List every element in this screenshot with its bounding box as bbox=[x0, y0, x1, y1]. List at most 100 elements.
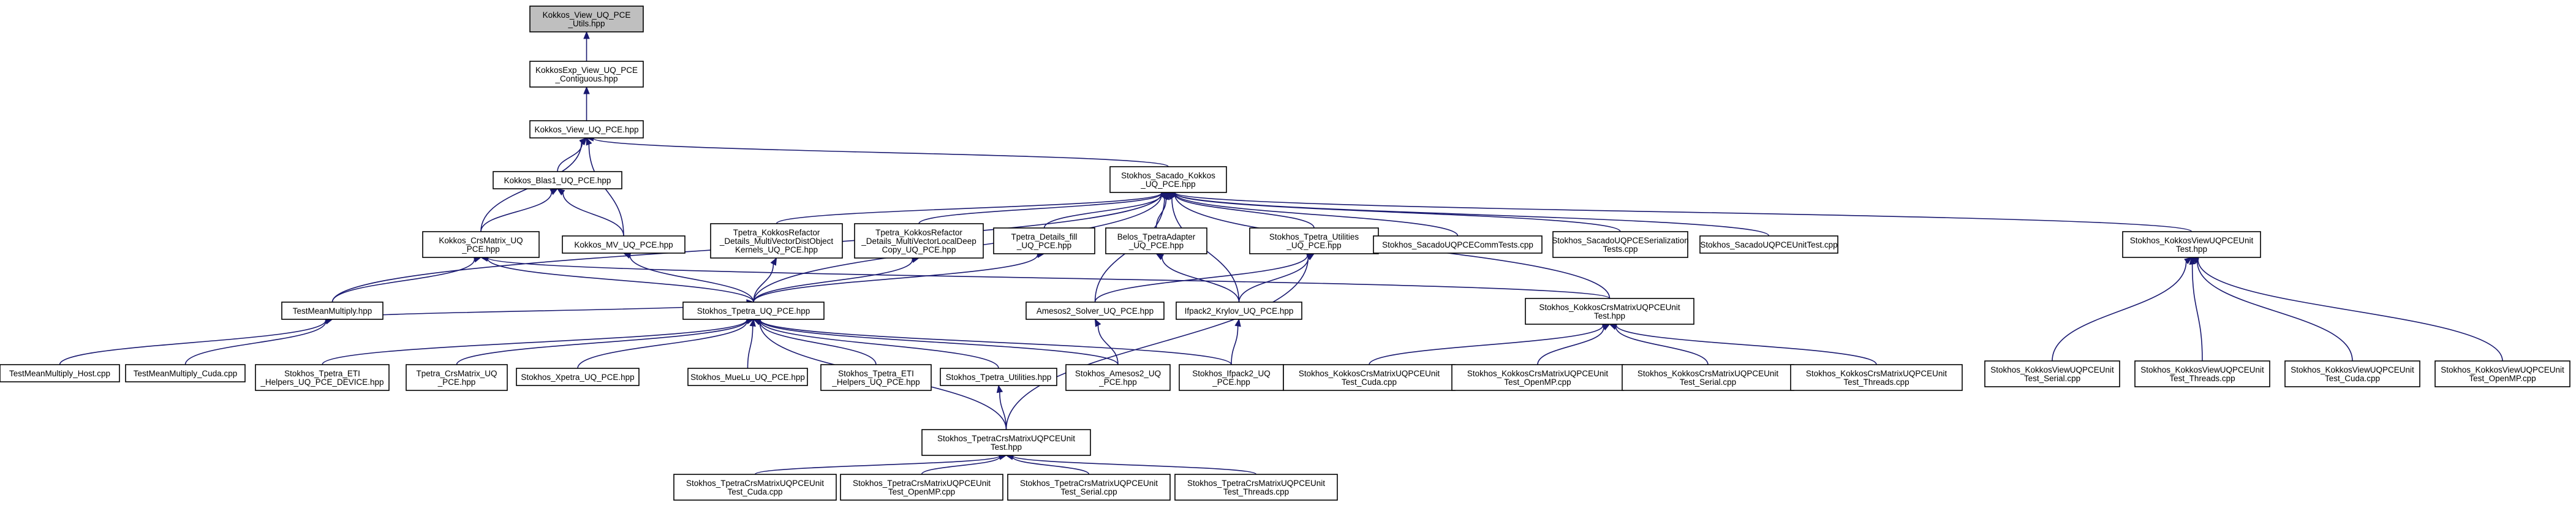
node-stokhos-kokkoscrsmatrixuqpceunittest-cuda-cpp[interactable]: Stokhos_KokkosCrsMatrixUQPCEUnitTest_Cud… bbox=[1283, 364, 1456, 391]
dependency-edge bbox=[760, 320, 1119, 365]
node-label: Amesos2_Solver_UQ_PCE.hpp bbox=[1037, 306, 1154, 316]
node-stokhos-sacadouqpceserializationtests-cpp[interactable]: Stokhos_SacadoUQPCESerializationTests.cp… bbox=[1552, 231, 1689, 258]
node-tpetra-kokkosrefactor-details-multivectordistobjectkernels-uq-pce-hpp[interactable]: Tpetra_KokkosRefactor_Details_MultiVecto… bbox=[710, 223, 843, 259]
dependency-edge bbox=[1369, 325, 1604, 365]
node-box bbox=[1105, 227, 1207, 254]
node-stokhos-sacadouqpcecommtests-cpp[interactable]: Stokhos_SacadoUQPCECommTests.cpp bbox=[1373, 235, 1543, 254]
node-label: Stokhos_Sacado_Kokkos bbox=[1121, 171, 1215, 180]
dependency-edge bbox=[2052, 261, 2187, 362]
dependency-edge bbox=[753, 254, 1038, 303]
node-label: Test_OpenMP.cpp bbox=[888, 487, 955, 496]
node-label: Test.hpp bbox=[2176, 245, 2207, 254]
node-box bbox=[422, 231, 540, 258]
arrowhead bbox=[1094, 318, 1101, 327]
dependency-edge bbox=[480, 192, 553, 232]
node-label: Kokkos_Blas1_UQ_PCE.hpp bbox=[504, 176, 611, 185]
node-box bbox=[1179, 364, 1284, 391]
node-box bbox=[840, 474, 1003, 501]
node-ifpack2-krylov-uq-pce-hpp[interactable]: Ifpack2_Krylov_UQ_PCE.hpp bbox=[1176, 302, 1302, 320]
node-label: Stokhos_TpetraCrsMatrixUQPCEUnit bbox=[1187, 479, 1325, 488]
dependency-edge bbox=[456, 320, 747, 365]
node-amesos2-solver-uq-pce-hpp[interactable]: Amesos2_Solver_UQ_PCE.hpp bbox=[1025, 302, 1165, 320]
arrowhead bbox=[2189, 256, 2196, 265]
node-label: Test.hpp bbox=[1594, 311, 1625, 321]
node-box bbox=[125, 364, 246, 382]
dependency-edge bbox=[1097, 325, 1119, 365]
node-kokkos-mv-uq-pce-hpp[interactable]: Kokkos_MV_UQ_PCE.hpp bbox=[562, 235, 686, 254]
node-testmeanmultiply-cuda-cpp[interactable]: TestMeanMultiply_Cuda.cpp bbox=[125, 364, 246, 382]
arrowhead bbox=[1161, 191, 1169, 200]
node-stokhos-kokkoscrsmatrixuqpceunittest-threads-cpp[interactable]: Stokhos_KokkosCrsMatrixUQPCEUnitTest_Thr… bbox=[1790, 364, 1963, 391]
node-label: Stokhos_Amesos2_UQ bbox=[1075, 369, 1161, 378]
node-stokhos-kokkoscrsmatrixuqpceunittest-serial-cpp[interactable]: Stokhos_KokkosCrsMatrixUQPCEUnitTest_Ser… bbox=[1622, 364, 1794, 391]
node-stokhos-ifpack2-uq-pce-hpp[interactable]: Stokhos_Ifpack2_UQ_PCE.hpp bbox=[1179, 364, 1284, 391]
node-stokhos-tpetracrsmatrixuqpceunittest-cuda-cpp[interactable]: Stokhos_TpetraCrsMatrixUQPCEUnitTest_Cud… bbox=[673, 474, 837, 501]
node-box bbox=[1176, 302, 1302, 320]
node-stokhos-tpetra-utilities-hpp[interactable]: Stokhos_Tpetra_Utilities.hpp bbox=[940, 368, 1057, 386]
dependency-edge bbox=[1174, 194, 1315, 229]
node-stokhos-kokkosviewuqpceunittest-serial-cpp[interactable]: Stokhos_KokkosViewUQPCEUnitTest_Serial.c… bbox=[1984, 360, 2120, 387]
node-stokhos-tpetracrsmatrixuqpceunittest-threads-cpp[interactable]: Stokhos_TpetraCrsMatrixUQPCEUnitTest_Thr… bbox=[1174, 474, 1338, 501]
node-box bbox=[854, 223, 984, 259]
node-tpetra-details-fill-uq-pce-hpp[interactable]: Tpetra_Details_fill_UQ_PCE.hpp bbox=[993, 227, 1095, 254]
node-kokkos-crsmatrix-uq-pce-hpp[interactable]: Kokkos_CrsMatrix_UQ_PCE.hpp bbox=[422, 231, 540, 258]
node-label: Stokhos_KokkosViewUQPCEUnit bbox=[2441, 365, 2564, 374]
node-stokhos-amesos2-uq-pce-hpp[interactable]: Stokhos_Amesos2_UQ_PCE.hpp bbox=[1065, 364, 1171, 391]
node-label: _Contiguous.hpp bbox=[554, 74, 618, 83]
node-stokhos-tpetra-eti-helpers-uq-pce-hpp[interactable]: Stokhos_Tpetra_ETI_Helpers_UQ_PCE.hpp bbox=[820, 364, 932, 391]
node-box bbox=[529, 6, 644, 32]
node-label: Stokhos_TpetraCrsMatrixUQPCEUnit bbox=[937, 434, 1075, 443]
node-box bbox=[1025, 302, 1165, 320]
node-stokhos-kokkosviewuqpceunittest-threads-cpp[interactable]: Stokhos_KokkosViewUQPCEUnitTest_Threads.… bbox=[2134, 360, 2270, 387]
node-stokhos-tpetra-uq-pce-hpp[interactable]: Stokhos_Tpetra_UQ_PCE.hpp bbox=[682, 302, 825, 320]
node-testmeanmultiply-host-cpp[interactable]: TestMeanMultiply_Host.cpp bbox=[0, 364, 120, 382]
node-label: _Details_MultiVectorDistObject bbox=[719, 237, 834, 246]
dependency-edge bbox=[921, 456, 1000, 475]
node-stokhos-tpetracrsmatrixuqpceunittest-openmp-cpp[interactable]: Stokhos_TpetraCrsMatrixUQPCEUnitTest_Ope… bbox=[840, 474, 1003, 501]
dependency-edge bbox=[1615, 327, 1709, 365]
node-tpetra-kokkosrefactor-details-multivectorlocaldeepcopy-uq-pce-hpp[interactable]: Tpetra_KokkosRefactor_Details_MultiVecto… bbox=[854, 223, 984, 259]
dependency-edge bbox=[184, 321, 327, 365]
node-stokhos-tpetra-eti-helpers-uq-pce-device-hpp[interactable]: Stokhos_Tpetra_ETI_Helpers_UQ_PCE_DEVICE… bbox=[255, 364, 390, 391]
node-testmeanmultiply-hpp[interactable]: TestMeanMultiply.hpp bbox=[281, 302, 383, 320]
dependency-edge bbox=[1005, 257, 1309, 430]
node-kokkos-view-uq-pce-hpp[interactable]: Kokkos_View_UQ_PCE.hpp bbox=[529, 120, 644, 139]
node-box bbox=[682, 302, 825, 320]
node-stokhos-xpetra-uq-pce-hpp[interactable]: Stokhos_Xpetra_UQ_PCE.hpp bbox=[516, 368, 640, 386]
node-kokkosexp-view-uq-pce-contiguous-hpp[interactable]: KokkosExp_View_UQ_PCE_Contiguous.hpp bbox=[529, 61, 644, 88]
dependency-edge bbox=[487, 258, 754, 303]
node-label: Kokkos_CrsMatrix_UQ bbox=[439, 236, 523, 245]
dependency-edge bbox=[1238, 257, 1309, 303]
node-stokhos-sacado-kokkos-uq-pce-hpp[interactable]: Stokhos_Sacado_Kokkos_UQ_PCE.hpp bbox=[1109, 166, 1227, 193]
node-stokhos-tpetracrsmatrixuqpceunittest-serial-cpp[interactable]: Stokhos_TpetraCrsMatrixUQPCEUnitTest_Ser… bbox=[1007, 474, 1171, 501]
node-stokhos-kokkosviewuqpceunittest-openmp-cpp[interactable]: Stokhos_KokkosViewUQPCEUnitTest_OpenMP.c… bbox=[2434, 360, 2570, 387]
arrowhead bbox=[583, 31, 590, 39]
node-box bbox=[940, 368, 1057, 386]
node-kokkos-blas1-uq-pce-hpp[interactable]: Kokkos_Blas1_UQ_PCE.hpp bbox=[493, 171, 622, 189]
node-label: Kokkos_MV_UQ_PCE.hpp bbox=[574, 240, 673, 249]
node-label: _Details_MultiVectorLocalDeep bbox=[861, 237, 976, 246]
node-box bbox=[1525, 298, 1694, 325]
node-label: Test_Threads.cpp bbox=[1223, 487, 1289, 496]
node-belos-tpetraadapter-uq-pce-hpp[interactable]: Belos_TpetraAdapter_UQ_PCE.hpp bbox=[1105, 227, 1207, 254]
node-stokhos-kokkoscrsmatrixuqpceunittest-openmp-cpp[interactable]: Stokhos_KokkosCrsMatrixUQPCEUnitTest_Ope… bbox=[1451, 364, 1624, 391]
node-box bbox=[687, 368, 808, 386]
arrowhead bbox=[770, 257, 777, 266]
node-label: Stokhos_TpetraCrsMatrixUQPCEUnit bbox=[853, 479, 991, 488]
node-label: Kokkos_View_UQ_PCE.hpp bbox=[534, 125, 638, 134]
node-stokhos-sacadouqpceunittest-cpp[interactable]: Stokhos_SacadoUQPCEUnitTest.cpp bbox=[1699, 235, 1838, 254]
node-label: Stokhos_KokkosCrsMatrixUQPCEUnit bbox=[1467, 369, 1609, 378]
node-stokhos-tpetra-utilities-uq-pce-hpp[interactable]: Stokhos_Tpetra_Utilities_UQ_PCE.hpp bbox=[1249, 227, 1379, 254]
dependency-edge bbox=[2196, 260, 2353, 362]
node-label: Stokhos_KokkosViewUQPCEUnit bbox=[2140, 365, 2264, 374]
node-box bbox=[255, 364, 390, 391]
node-box bbox=[1109, 166, 1227, 193]
node-stokhos-muelu-uq-pce-hpp[interactable]: Stokhos_MueLu_UQ_PCE.hpp bbox=[687, 368, 808, 386]
node-tpetra-crsmatrix-uq-pce-hpp[interactable]: Tpetra_CrsMatrix_UQ_PCE.hpp bbox=[406, 364, 508, 391]
dependency-edge bbox=[1537, 327, 1604, 365]
node-kokkos-view-uq-pce-utils-hpp[interactable]: Kokkos_View_UQ_PCE_Utils.hpp bbox=[529, 6, 644, 32]
